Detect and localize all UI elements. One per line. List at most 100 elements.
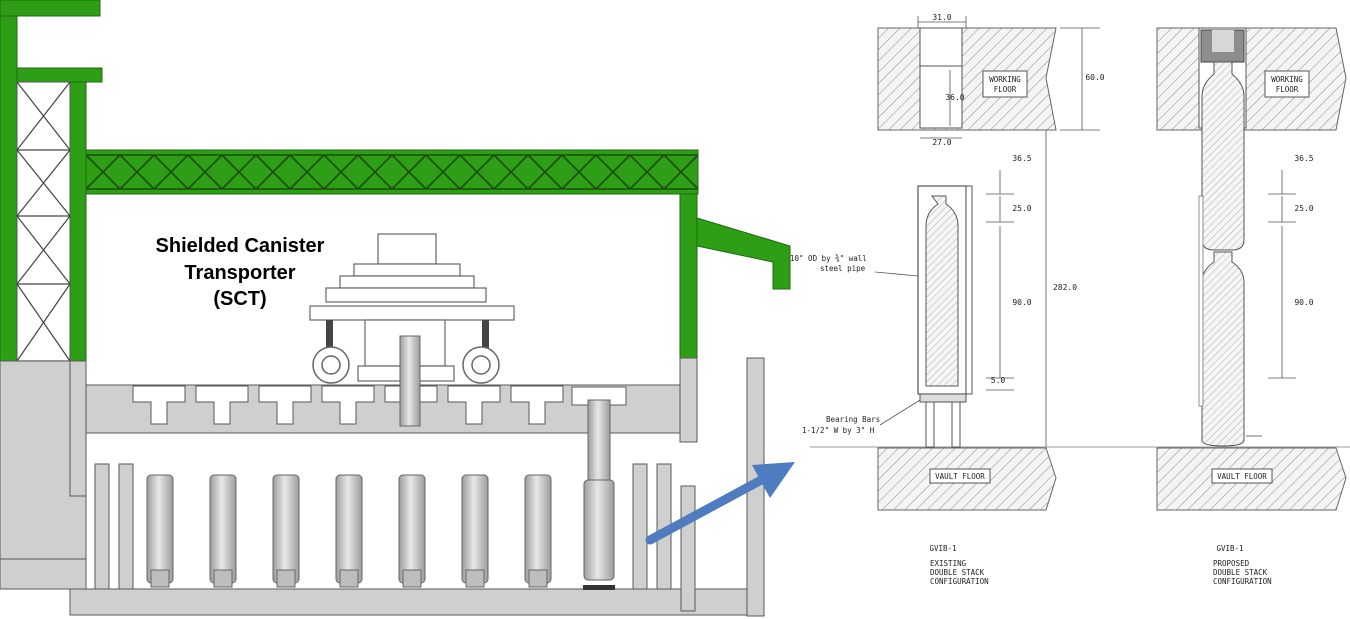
- vault-post: [94, 463, 110, 590]
- roof-brace: [221, 154, 257, 190]
- plug-slot: [447, 385, 501, 425]
- vault-post: [632, 463, 648, 590]
- callout-arrow: [645, 462, 795, 545]
- sct-label-line1: Shielded Canister: [156, 235, 325, 257]
- roof-brace: [255, 154, 291, 190]
- canister-base: [213, 569, 233, 588]
- tower-brace: [16, 149, 71, 217]
- lifting-tube: [587, 399, 611, 491]
- proposed-caption-id: GVIB-1: [1216, 544, 1243, 553]
- proposed-dim-canister-head: 25.0: [1294, 204, 1313, 213]
- storage-canister: [398, 474, 426, 584]
- existing-caption-line3: CONFIGURATION: [930, 577, 989, 586]
- proposed-caption-line3: CONFIGURATION: [1213, 577, 1272, 586]
- roof-brace: [289, 154, 325, 190]
- proposed-dim-canister-body: 90.0: [1294, 298, 1313, 307]
- plug-slot: [510, 385, 564, 425]
- dimension-line: [874, 271, 919, 277]
- tower-brace: [16, 283, 71, 362]
- dim-overall: 282.0: [1053, 283, 1077, 292]
- roof-brace: [85, 154, 121, 190]
- dim-small: 5.0: [991, 376, 1006, 385]
- plug-slot: [132, 385, 186, 425]
- proposed-dim-gap: 36.5: [1294, 154, 1313, 163]
- storage-canister: [146, 474, 174, 584]
- shielded-canister-transporter: [309, 233, 515, 427]
- plug-slot: [195, 385, 249, 425]
- lifted-canister: [583, 479, 615, 581]
- storage-canister: [335, 474, 363, 584]
- existing-working-floor-label-line1: WORKING: [989, 75, 1021, 84]
- vault-post: [680, 485, 696, 612]
- existing-vault-floor-label: VAULT FLOOR: [935, 472, 985, 481]
- plug-slot: [321, 385, 375, 425]
- pipe-note-line2: steel pipe: [820, 264, 866, 273]
- canister-base: [528, 569, 548, 588]
- roof-truss: [85, 149, 791, 361]
- existing-caption-line1: EXISTING: [930, 559, 967, 568]
- green-tower: [0, 0, 103, 362]
- roof-brace: [119, 154, 155, 190]
- dim-bore-top: 31.0: [932, 13, 951, 22]
- proposed-caption-line2: DOUBLE STACK: [1213, 568, 1268, 577]
- dim-bore-depth: 36.0: [945, 93, 964, 102]
- storage-canister: [272, 474, 300, 584]
- roof-brace: [357, 154, 393, 190]
- canister-base: [150, 569, 170, 588]
- storage-canister: [461, 474, 489, 584]
- proposed-stack-assembly: [1198, 61, 1245, 447]
- canister-base-plate: [583, 585, 615, 590]
- roof-brace: [663, 154, 699, 190]
- proposed-working-floor-label-line2: FLOOR: [1276, 85, 1299, 94]
- vault-post: [118, 463, 134, 590]
- storage-canister: [209, 474, 237, 584]
- roof-brace: [187, 154, 223, 190]
- vault-contents: [94, 399, 696, 612]
- bearing-note-line2: 1-1/2" W by 3" H: [802, 426, 875, 435]
- existing-working-floor-slab: [877, 27, 1057, 131]
- bearing-note-line1: Bearing Bars: [826, 415, 880, 424]
- proposed-vault-floor-label: VAULT FLOOR: [1217, 472, 1267, 481]
- dimension-lines: [874, 16, 1296, 447]
- existing-working-floor-label-line2: FLOOR: [994, 85, 1017, 94]
- pipe-note-line1: 10" OD by ⅜" wall: [790, 254, 867, 263]
- roof-brace: [527, 154, 563, 190]
- dimension-line: [879, 399, 921, 426]
- proposed-working-floor-label-line1: WORKING: [1271, 75, 1303, 84]
- facility-cross-section: Shielded Canister Transporter (SCT): [0, 0, 795, 617]
- roof-brace: [425, 154, 461, 190]
- roof-brace: [493, 154, 529, 190]
- existing-dim-canister-body: 90.0: [1012, 298, 1031, 307]
- canister-base: [402, 569, 422, 588]
- proposed-working-floor-slab: [1156, 27, 1347, 131]
- proposed-caption-line1: PROPOSED: [1213, 559, 1250, 568]
- dim-floor-thickness: 60.0: [1085, 73, 1104, 82]
- dim-bore-width: 27.0: [932, 138, 951, 147]
- existing-caption-id: GVIB-1: [929, 544, 956, 553]
- roof-brace: [391, 154, 427, 190]
- plug-slot: [258, 385, 312, 425]
- concrete-walls: [0, 357, 765, 617]
- roof-brace: [153, 154, 189, 190]
- sct-label-line3: (SCT): [213, 288, 266, 310]
- existing-caption-line2: DOUBLE STACK: [930, 568, 985, 577]
- tower-brace: [16, 215, 71, 285]
- canister-base: [465, 569, 485, 588]
- storage-canister: [524, 474, 552, 584]
- existing-pipe-assembly: [917, 185, 973, 448]
- roof-brace: [595, 154, 631, 190]
- canister-base: [339, 569, 359, 588]
- roof-brace: [459, 154, 495, 190]
- working-floor-deck: [85, 384, 681, 434]
- engineering-drawing: 31.0 36.0 27.0 WORKING FLOOR 60.0 36.5 2…: [790, 13, 1350, 586]
- roof-brace: [629, 154, 665, 190]
- sct-label-line2: Transporter: [184, 262, 295, 284]
- canister-base: [276, 569, 296, 588]
- roof-brace: [561, 154, 597, 190]
- tower-brace: [16, 81, 71, 151]
- existing-dim-gap: 36.5: [1012, 154, 1031, 163]
- roof-brace: [323, 154, 359, 190]
- existing-dim-canister-head: 25.0: [1012, 204, 1031, 213]
